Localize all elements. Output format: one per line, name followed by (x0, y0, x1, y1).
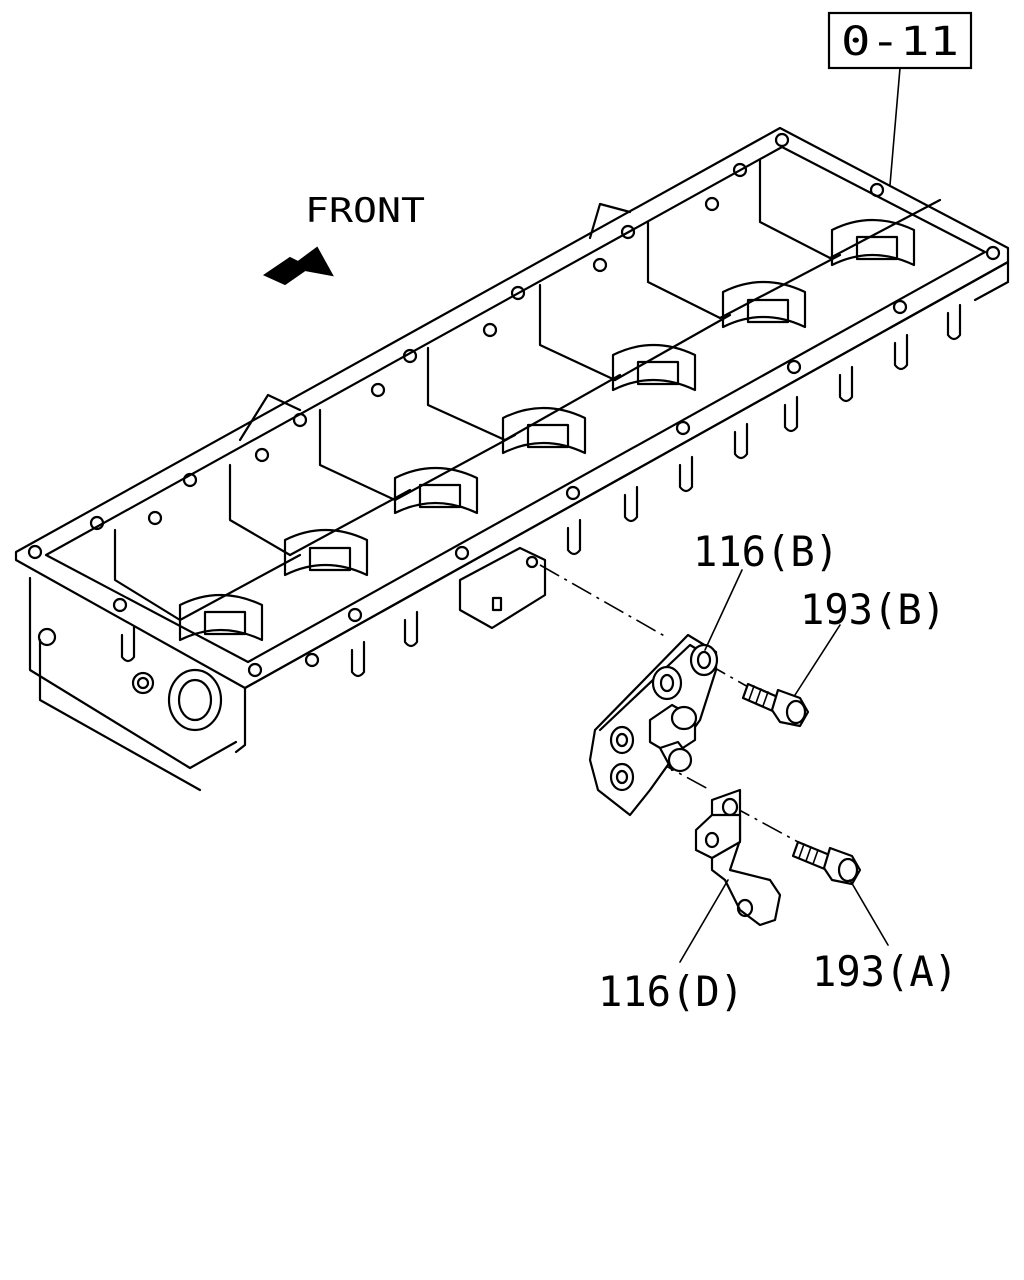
bearing-caps (178, 218, 916, 642)
alignment-line-193a (729, 804, 801, 844)
callout-193a: 193(A) (812, 947, 958, 996)
bracket-116b[interactable] (588, 633, 719, 817)
engine-block (14, 126, 1010, 792)
leader-193b (794, 624, 841, 696)
front-arrow-icon (262, 246, 334, 286)
callout-193b: 193(B) (800, 585, 946, 634)
reference-leader-line (889, 67, 901, 186)
front-label: FRONT (305, 191, 425, 231)
callout-116d: 116(D) (598, 967, 744, 1016)
leader-116d (679, 879, 729, 963)
bolt-193a[interactable] (791, 840, 862, 886)
bolt-193b[interactable] (741, 682, 810, 728)
reference-box-label: 0-11 (841, 19, 959, 65)
bracket-116d[interactable] (694, 788, 782, 927)
leader-116b (704, 569, 743, 651)
leader-193a (849, 879, 889, 946)
reference-box[interactable]: 0-11 (827, 11, 973, 70)
callout-116b: 116(B) (693, 527, 839, 576)
side-slots (120, 303, 962, 678)
alignment-line-pad (539, 564, 669, 639)
flange-bolt-holes (27, 132, 1001, 678)
